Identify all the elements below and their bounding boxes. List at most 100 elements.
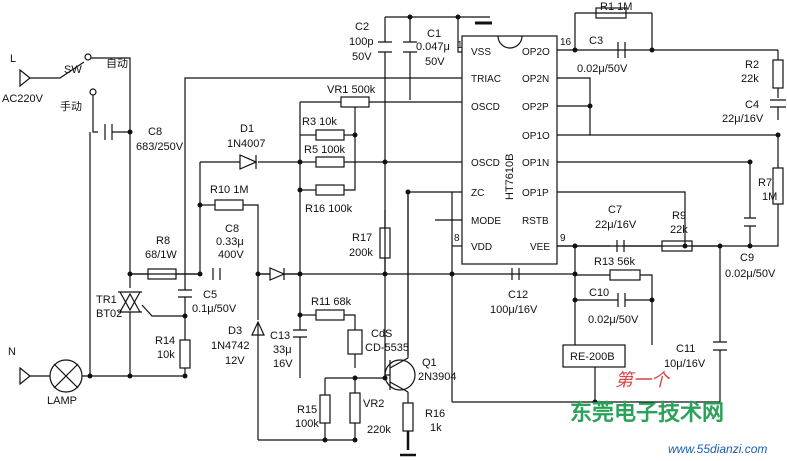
c1-plates: [403, 41, 417, 53]
pin-num-8: 8: [454, 233, 460, 244]
pin-mode: MODE: [471, 216, 501, 227]
r1-label: R1 1M: [600, 1, 632, 13]
watermark: 第一个 东莞电子技术网 www.55dianzi.com: [570, 370, 767, 456]
watermark-line1: 第一个: [615, 370, 671, 390]
pin-num-1: 1: [457, 40, 463, 51]
c1-volt: 50V: [425, 56, 445, 68]
r16-body: [315, 184, 345, 196]
pin-num-16: 16: [560, 37, 572, 48]
q1-name: Q1: [422, 357, 437, 369]
d3-volt: 12V: [225, 355, 245, 367]
c11-value: 10μ/16V: [664, 358, 706, 370]
r5-label: R5 100k: [304, 144, 345, 156]
pin-num-9: 9: [560, 233, 566, 244]
r2-name: R2: [745, 59, 759, 71]
pin-op2p: OP2P: [522, 102, 549, 113]
c3-value: 0.02μ/50V: [577, 63, 628, 75]
wires: [19, 7, 786, 457]
watermark-line3: www.55dianzi.com: [668, 442, 767, 456]
c1-value: 0.047μ: [416, 41, 450, 53]
c5-name: C5: [203, 289, 217, 301]
c4-value: 22μ/16V: [722, 113, 764, 125]
pin-vdd: VDD: [471, 242, 492, 253]
pin-zc: ZC: [471, 188, 484, 199]
c3-name: C3: [589, 35, 603, 47]
r17-name: R17: [352, 232, 372, 244]
c4-name: C4: [745, 99, 759, 111]
cds-body: [347, 329, 363, 355]
pin-op2o: OP2O: [522, 47, 550, 58]
c5-value: 0.1μ/50V: [192, 303, 237, 315]
c13-volt: 16V: [273, 358, 293, 370]
d1-name: D1: [240, 123, 254, 135]
c1-name: C1: [427, 28, 441, 40]
tr1-name: TR1: [96, 294, 117, 306]
terminal-n: N: [8, 346, 16, 358]
switch-manual: 手动: [60, 99, 82, 113]
c10-name: C10: [589, 287, 609, 299]
r16b-name: R16: [425, 408, 445, 420]
r15-name: R15: [297, 404, 317, 416]
r8-value: 68/1W: [145, 249, 177, 261]
terminal-supply: AC220V: [2, 93, 44, 105]
r16b-value: 1k: [430, 422, 442, 434]
c8b-volt: 400V: [218, 249, 244, 261]
pin-op2n: OP2N: [522, 74, 549, 85]
r2-value: 22k: [741, 73, 759, 85]
pin-op1n: OP1N: [522, 158, 549, 169]
lamp-circle: [49, 359, 83, 393]
d3-value: 1N4742: [211, 340, 250, 352]
labels: L AC220V N LAMP SW 自动 手动 VSS TRIAC OSCD …: [2, 1, 777, 436]
vr1-body: [340, 96, 370, 108]
d1-value: 1N4007: [227, 138, 266, 150]
c8a-name: C8: [148, 126, 162, 138]
pin-rstb: RSTB: [522, 216, 549, 227]
r9-name: R9: [672, 210, 686, 222]
lamp-label: LAMP: [47, 395, 77, 407]
pin-op1p: OP1P: [522, 188, 549, 199]
c8a-value: 683/250V: [136, 141, 184, 153]
c11-name: C11: [676, 343, 695, 355]
r15-body: [319, 394, 331, 424]
r14-body: [179, 339, 191, 369]
c7-name: C7: [608, 204, 622, 216]
r13-body: [609, 269, 641, 281]
re-label: RE-200B: [570, 351, 615, 363]
c8b-name: C8: [225, 223, 239, 235]
r7-name: R7: [758, 177, 772, 189]
r15-value: 100k: [295, 418, 319, 430]
c12-name: C12: [508, 289, 528, 301]
c12-value: 100μ/16V: [490, 304, 538, 316]
r16b-body: [402, 402, 414, 432]
r3-body: [315, 129, 345, 141]
c2-name: C2: [355, 21, 369, 33]
switch-auto: 自动: [106, 57, 128, 70]
ic-notch: [497, 35, 523, 49]
d3-name: D3: [228, 325, 242, 337]
watermark-line2: 东莞电子技术网: [570, 400, 724, 426]
pin-vss: VSS: [471, 47, 491, 58]
r8-name: R8: [156, 235, 170, 247]
tr1-value: BT02: [96, 308, 122, 320]
q1-value: 2N3904: [418, 371, 457, 383]
r9-value: 22k: [670, 224, 688, 236]
c13-name: C13: [270, 330, 290, 342]
cds-value: CD-5535: [365, 342, 409, 354]
r3-label: R3 10k: [302, 116, 337, 128]
r5-body: [315, 156, 345, 168]
c3-plates: [617, 42, 626, 58]
c7-value: 22μ/16V: [595, 219, 637, 231]
pin-oscd1: OSCD: [471, 102, 500, 113]
vr1-label: VR1 500k: [327, 84, 376, 96]
pin-oscd2: OSCD: [471, 158, 500, 169]
c12-plates: [511, 268, 520, 280]
switch-label: SW: [64, 64, 82, 76]
r14-name: R14: [155, 335, 175, 347]
pin-vee: VEE: [530, 242, 550, 253]
ic-part-number: HT7610B: [504, 154, 516, 200]
vr2-value: 220k: [367, 424, 391, 436]
r10-label: R10 1M: [210, 184, 249, 196]
ic-body: [461, 35, 558, 265]
c2-plates: [378, 41, 392, 53]
